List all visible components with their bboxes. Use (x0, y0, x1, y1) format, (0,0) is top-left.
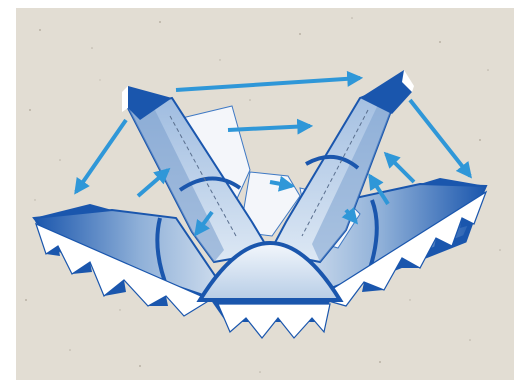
diagram-canvas (0, 0, 517, 388)
origami-diagram (0, 0, 517, 388)
